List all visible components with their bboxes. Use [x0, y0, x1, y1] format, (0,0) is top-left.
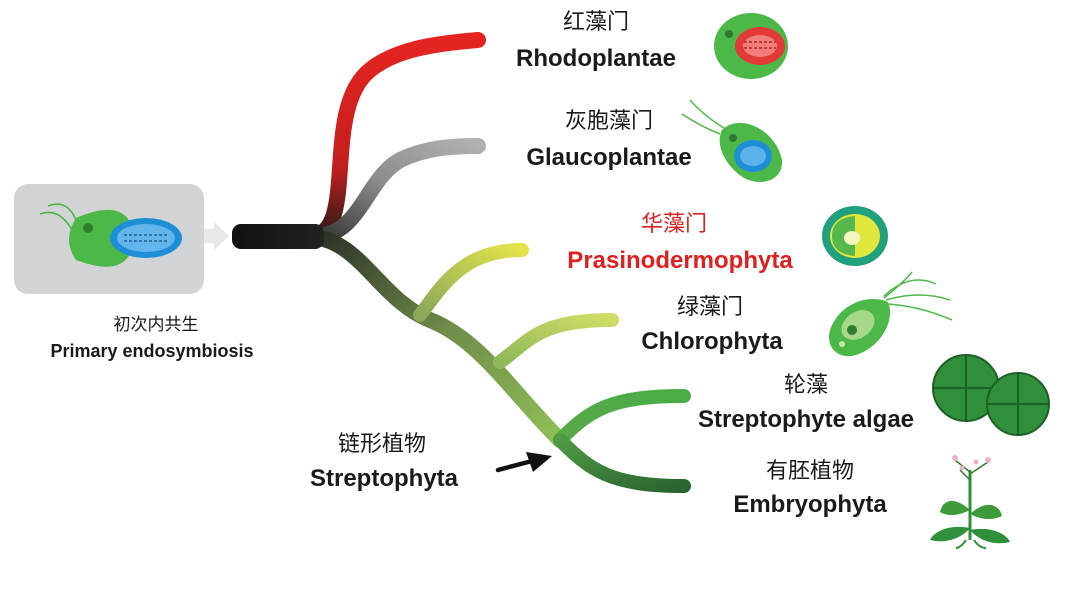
chlorophyta-label-cn: 绿藻门 — [676, 295, 744, 320]
branch-rhodoplantae — [302, 32, 486, 244]
prasinodermophyta-label-cn: 华藻门 — [640, 212, 708, 237]
origin-label-en: Primary endosymbiosis — [50, 341, 254, 361]
embryophyta-label-cn: 有胚植物 — [765, 459, 855, 484]
streptophyta-label-en: Streptophyta — [309, 465, 459, 492]
rhodoplantae-label-cn: 红藻门 — [562, 10, 630, 35]
stem-green — [304, 229, 568, 448]
prasinoderma-cell-icon — [822, 206, 888, 266]
chlamydomonas-cell-icon — [828, 271, 953, 357]
chlorophyta-label-en: Chlorophyta — [641, 328, 783, 355]
glaucoplantae-label-cn: 灰胞藻门 — [564, 109, 654, 134]
glaucoplantae-label-en: Glaucoplantae — [526, 144, 692, 171]
streptophyta-label-cn: 链形植物 — [337, 432, 427, 457]
branch-prasinodermophyta — [413, 243, 529, 322]
stem-black — [232, 224, 324, 249]
origin-cell-icon — [39, 203, 182, 267]
streptophyte-algae-label-cn: 轮藻 — [783, 373, 829, 398]
red-algae-cell-icon — [714, 13, 788, 79]
origin-label-cn: 初次内共生 — [113, 315, 199, 335]
glaucophyte-cell-icon — [681, 99, 783, 183]
branch-glaucoplantae — [307, 138, 486, 244]
charophyte-cells-icon — [932, 354, 1050, 436]
prasinodermophyta-label-en: Prasinodermophyta — [567, 247, 793, 274]
embryophyta-label-en: Embryophyta — [733, 491, 887, 518]
branch-streptophyte-algae — [553, 389, 691, 447]
streptophyte-algae-label-en: Streptophyte algae — [697, 406, 915, 433]
arrow-icon — [495, 452, 552, 473]
branch-chlorophyta — [493, 313, 619, 369]
plant-icon — [930, 455, 1010, 549]
rhodoplantae-label-en: Rhodoplantae — [516, 45, 676, 72]
branch-embryophyta — [553, 433, 691, 493]
